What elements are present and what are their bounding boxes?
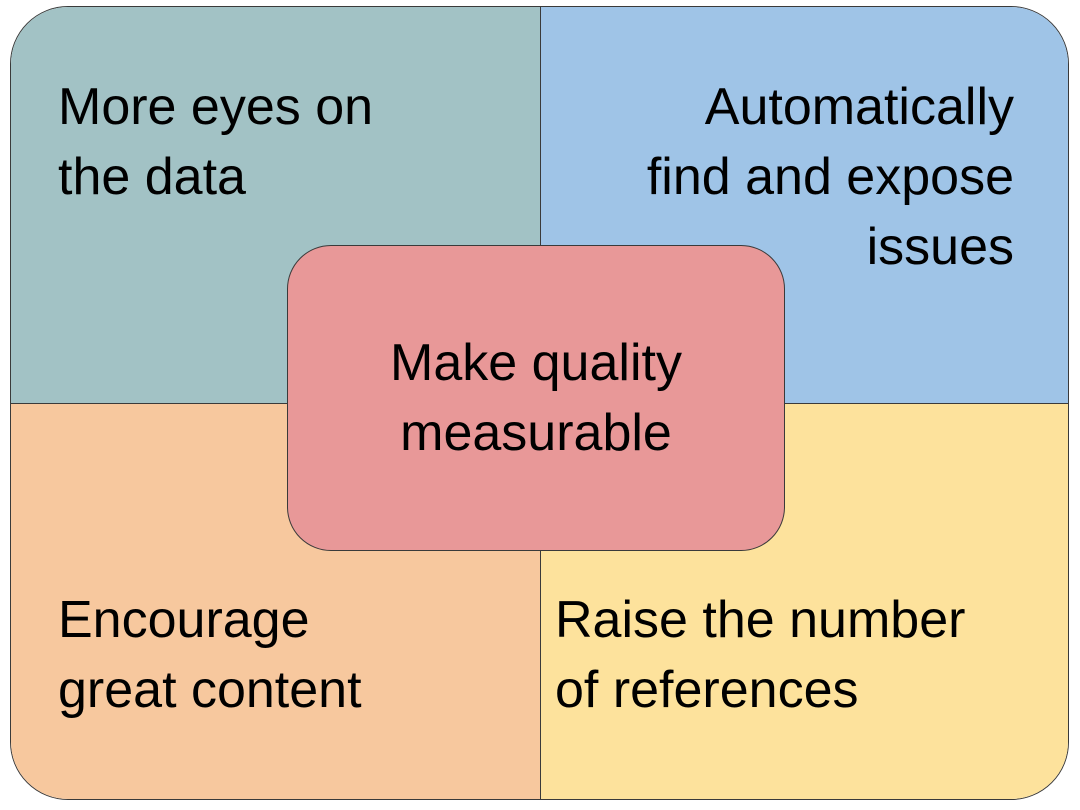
center-box: Make quality measurable — [287, 245, 785, 551]
center-label: Make quality measurable — [390, 334, 682, 462]
quadrant-top-right-label: Automatically find and expose issues — [646, 78, 1014, 276]
quadrant-top-left-label: More eyes on the data — [58, 78, 374, 206]
diagram-frame — [10, 6, 1069, 800]
quadrant-bottom-left-label: Encourage great content — [58, 591, 362, 719]
quadrant-bottom-right-label: Raise the number of references — [555, 591, 966, 719]
